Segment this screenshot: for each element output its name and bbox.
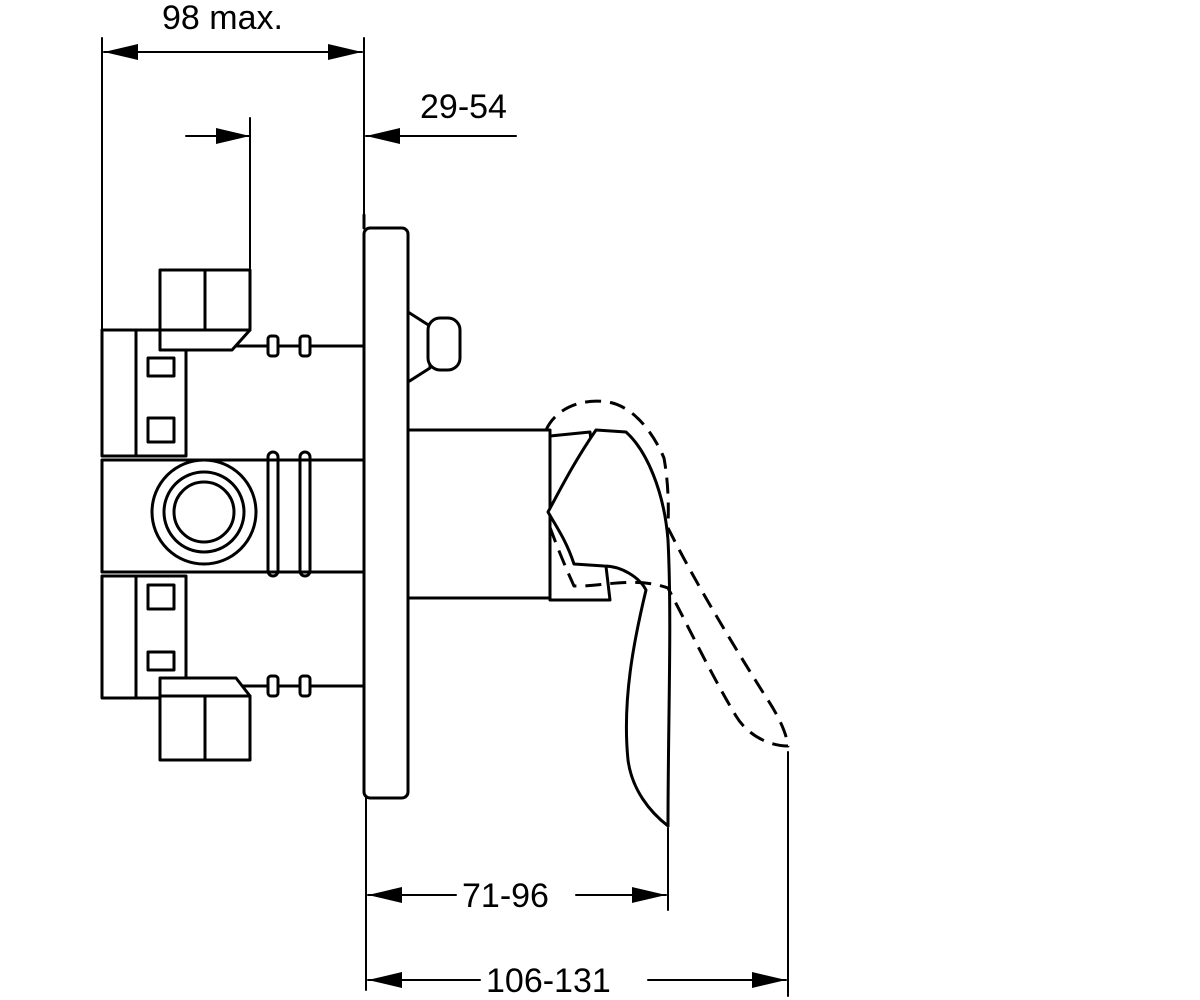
lower-nut-2 [298,674,312,698]
arrow-right [328,44,362,60]
escutcheon-plate [362,226,410,800]
label-98-max: 98 max. [162,0,283,37]
port-outer-ring [150,458,258,566]
arrow-71-left [368,887,402,903]
lower-block-face [100,574,138,700]
label-106-131: 106-131 [486,962,611,1000]
cartridge-body [406,428,552,600]
upper-hex-fitting [158,268,252,352]
arrow-29-left [216,128,250,144]
port-middle-ring [162,470,246,554]
dimension-29-54: 29-54 [185,88,517,269]
lower-hex-fitting [158,676,252,762]
arrow-29-right [366,128,400,144]
arrow-106-right [752,972,786,988]
vertical-slot-2 [298,450,312,578]
wall-plate [362,213,462,991]
dimension-98-max: 98 max. [101,0,365,331]
upper-block-face [100,328,138,458]
lever-solid [546,428,672,828]
upper-nut-1 [266,334,280,358]
label-29-54: 29-54 [420,88,507,126]
vertical-slot-1 [266,450,280,578]
label-71-96: 71-96 [462,877,549,915]
mounting-body [100,328,366,700]
upper-slot-2 [146,416,176,444]
lower-slot-1 [146,583,176,611]
dimension-106-131: 106-131 [367,751,789,1000]
diverter-knob [426,316,462,372]
lever-handle [546,428,672,828]
upper-nut-2 [298,334,312,358]
upper-slot-1 [146,356,176,378]
dimension-71-96: 71-96 [367,827,669,915]
lower-slot-2 [146,650,176,672]
diverter-base [406,310,432,384]
arrow-71-right [632,887,666,903]
arrow-106-left [368,972,402,988]
arrow-left [104,44,138,60]
port-inner-ring [172,480,236,544]
lower-nut-1 [266,674,280,698]
